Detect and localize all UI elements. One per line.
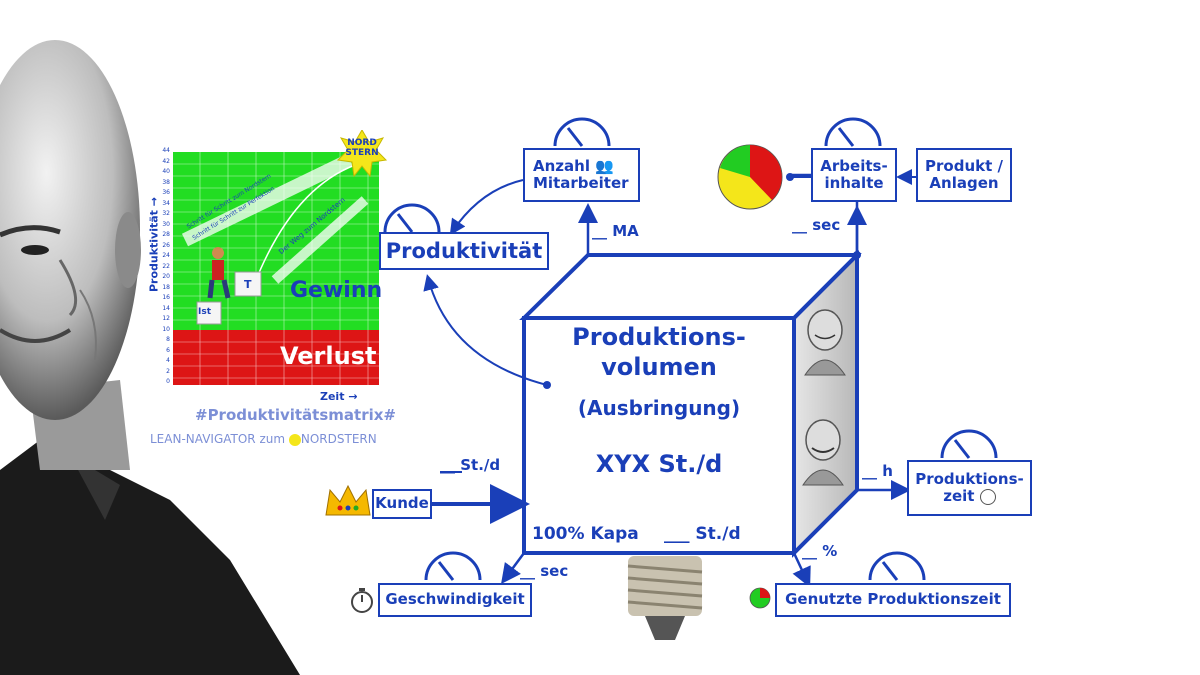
production-time-box[interactable]: Produktions- zeit: [907, 460, 1032, 516]
y-tick-label: 14: [162, 304, 170, 312]
footer-suffix: NORDSTERN: [300, 432, 377, 446]
y-tick-label: 0: [166, 378, 170, 385]
team-icon: 👥: [595, 156, 614, 175]
label-work-content-sec: __ sec: [792, 216, 841, 234]
product-label-1: Produkt /: [925, 156, 1003, 175]
work-content-box[interactable]: Arbeits- inhalte: [811, 148, 897, 202]
employees-box[interactable]: Anzahl 👥 Mitarbeiter: [523, 148, 640, 202]
cube-title: Produktions- volumen: [524, 322, 794, 382]
product-box[interactable]: Produkt / Anlagen: [916, 148, 1012, 202]
y-tick-label: 18: [162, 283, 170, 291]
gauge-speed-icon: [424, 551, 482, 581]
y-tick-label: 38: [162, 178, 170, 186]
north-star-line-1: NORD: [347, 138, 377, 148]
gauge-work-content-icon: [824, 117, 882, 147]
step-label: T: [244, 278, 252, 291]
crown-icon: [325, 484, 371, 516]
cube-title-line-1: Produktions-: [572, 323, 746, 351]
portrait-2-icon: [802, 419, 844, 486]
customer-box[interactable]: Kunde: [372, 489, 432, 519]
y-tick-label: 34: [162, 199, 170, 207]
north-star-line-2: STERN: [345, 148, 379, 158]
productivity-box[interactable]: Produktivität: [379, 232, 549, 270]
portrait-1-icon: [804, 309, 846, 376]
employees-label-1: Anzahl: [533, 156, 590, 175]
y-tick-label: 22: [162, 262, 170, 270]
speed-box[interactable]: Geschwindigkeit: [378, 583, 532, 617]
work-content-label-2: inhalte: [824, 174, 884, 192]
y-tick-label: 42: [162, 157, 170, 165]
gauge-used-time-icon: [868, 551, 926, 581]
y-tick-label: 40: [162, 168, 170, 175]
work-content-pie-icon: [717, 144, 783, 210]
production-time-label-1: Produktions-: [915, 469, 1024, 488]
gauge-productivity-icon: [383, 203, 441, 233]
north-star-badge-icon: [288, 433, 301, 446]
y-tick-label: 36: [162, 189, 170, 196]
matrix-hashtag: #Produktivitätsmatrix#: [195, 406, 396, 424]
matrix-footer: LEAN-NAVIGATOR zum NORDSTERN: [150, 432, 377, 446]
footer-prefix: LEAN-NAVIGATOR zum: [150, 432, 286, 446]
y-tick-label: 6: [166, 346, 170, 354]
cube-subtitle: (Ausbringung): [577, 396, 741, 420]
used-time-pie-icon: [749, 587, 771, 609]
production-time-label-2: zeit: [943, 487, 975, 505]
work-content-label-1: Arbeits-: [820, 156, 888, 175]
label-employees-count: __ MA: [592, 222, 639, 240]
loss-label: Verlust: [280, 342, 377, 370]
cube-value: XYX St./d: [595, 450, 723, 478]
y-tick-label: 44: [162, 147, 170, 154]
label-used-percent: __ %: [802, 542, 838, 560]
label-customer-demand: __ St./d: [440, 456, 501, 474]
y-tick-label: 8: [166, 336, 170, 343]
employees-label-2: Mitarbeiter: [533, 174, 629, 192]
cube-capacity: 100% Kapa: [532, 524, 639, 544]
y-tick-label: 12: [162, 315, 170, 322]
y-tick-label: 16: [162, 294, 170, 301]
label-speed-sec: __ sec: [520, 562, 569, 580]
stopwatch-icon: [351, 588, 373, 613]
clock-icon: [979, 488, 996, 505]
x-axis-label-text: Zeit: [320, 390, 345, 403]
portrait-image: [0, 40, 300, 675]
y-tick-label: 32: [162, 210, 170, 217]
cube-capacity-value: ___ St./d: [664, 524, 741, 544]
y-tick-label: 26: [162, 241, 170, 249]
gauge-employees-icon: [553, 117, 611, 147]
x-axis-arrow-icon: →: [348, 390, 358, 403]
gain-label: Gewinn: [290, 278, 383, 303]
product-label-2: Anlagen: [929, 174, 999, 192]
label-production-hours: __ h: [862, 462, 893, 480]
matrix-chart: [173, 130, 388, 385]
y-tick-label: 4: [166, 357, 170, 364]
y-tick-label: 30: [162, 220, 170, 228]
y-tick-label: 24: [162, 252, 170, 259]
y-tick-label: 10: [162, 325, 170, 333]
lightbulb-base-icon: [627, 556, 703, 640]
x-axis-label: Zeit →: [320, 390, 358, 403]
ist-label: Ist: [198, 307, 212, 317]
y-tick-label: 28: [162, 231, 170, 238]
y-tick-label: 2: [166, 367, 170, 375]
gauge-production-time-icon: [940, 429, 998, 459]
used-production-time-box[interactable]: Genutzte Produktionszeit: [775, 583, 1011, 617]
cube-title-line-2: volumen: [601, 353, 717, 381]
north-star-label: NORD STERN: [342, 138, 382, 158]
y-tick-label: 20: [162, 273, 170, 280]
